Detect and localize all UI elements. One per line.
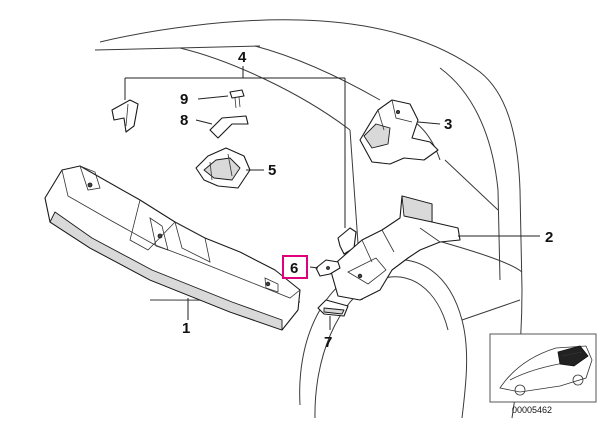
leader-8 [195,119,213,125]
part-1-cross-member [44,165,301,331]
callout-2: 2 [545,229,553,246]
callout-6: 6 [290,260,298,277]
part-7-block [317,299,349,317]
inset-highlight-area [557,345,589,367]
callout-3: 3 [444,116,452,133]
part-3-bracket [359,99,439,165]
callout-9: 9 [180,91,188,108]
part-6-clip [315,259,341,277]
callout-1: 1 [182,320,190,337]
leader-6 [309,266,319,269]
callout-6-highlight [282,255,308,279]
callout-4-bracket [124,66,346,228]
callout-4: 4 [238,49,247,66]
part-2-support [329,195,461,301]
callout-8: 8 [180,112,188,129]
inset-thumbnail [489,333,597,403]
part-8-clip [209,115,249,139]
callout-7: 7 [324,334,332,351]
part-4-bracket [111,99,139,133]
reference-number: 00005462 [512,405,552,415]
leader-9 [197,95,229,100]
callout-5: 5 [268,162,276,179]
leader-3 [417,121,441,125]
part-9-screw [229,89,245,109]
part-5-bracket [195,147,251,189]
